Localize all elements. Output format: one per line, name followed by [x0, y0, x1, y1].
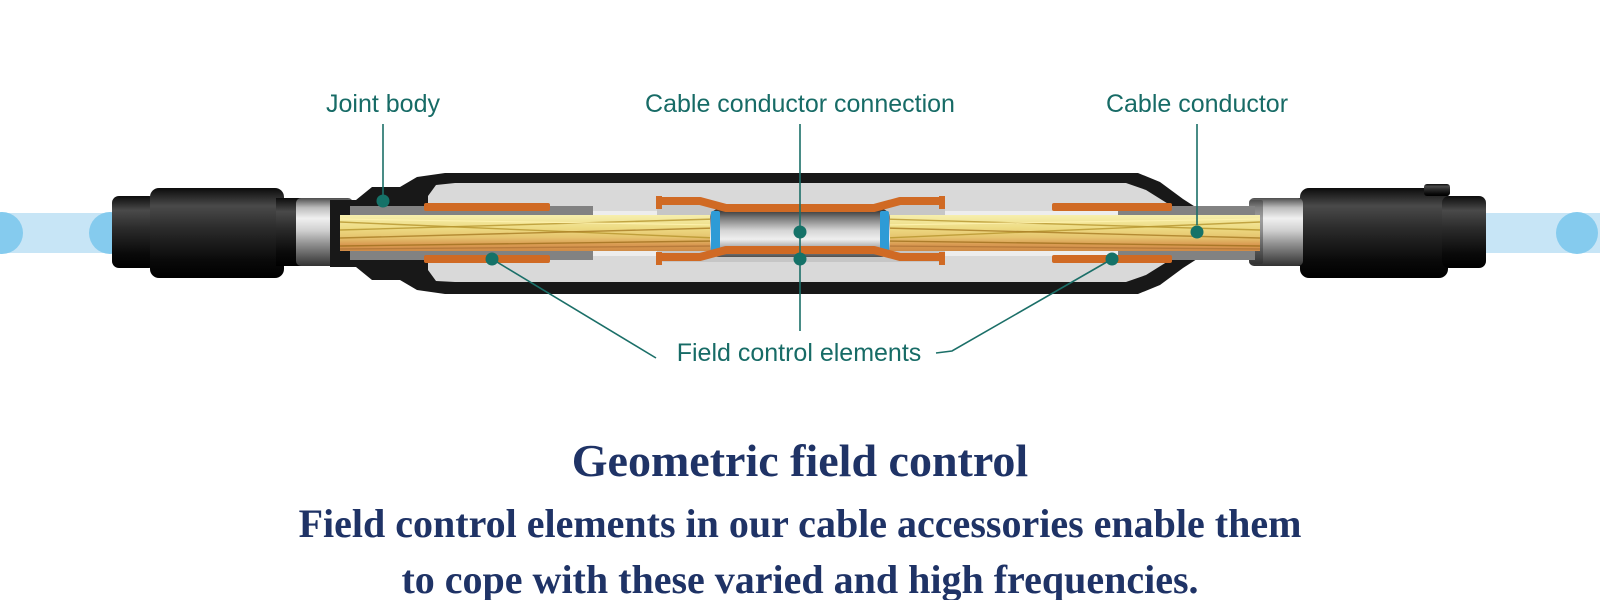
caption-block: Geometric field control Field control el…	[0, 434, 1600, 600]
marker-dot-field-control-left	[485, 252, 499, 266]
marker-dot-cable-conductor	[1190, 225, 1204, 239]
connector-blue-band	[880, 211, 889, 255]
label-joint-body: Joint body	[326, 90, 440, 118]
caption-body-line-1: Field control elements in our cable acce…	[298, 501, 1302, 546]
right-cable	[1292, 184, 1486, 278]
label-field-control: Field control elements	[677, 339, 922, 367]
connector-blue-band	[711, 211, 720, 255]
caption-title: Geometric field control	[571, 435, 1029, 486]
left-cable	[112, 188, 310, 278]
label-conductor-connection: Cable conductor connection	[645, 90, 955, 118]
label-cable-conductor: Cable conductor	[1106, 90, 1288, 118]
cable-line-node	[1556, 212, 1598, 254]
cable-line-node	[0, 212, 23, 254]
caption-body-line-2: to cope with these varied and high frequ…	[401, 557, 1199, 600]
right-conductor-strands	[883, 215, 1261, 251]
marker-dot-conductor-connection	[793, 225, 807, 239]
cable-joint-diagram: Joint body Cable conductor connection Ca…	[0, 90, 1600, 367]
left-conductor-strands	[339, 215, 717, 251]
marker-dot-joint-body	[376, 194, 390, 208]
marker-dot-field-control-right	[1105, 252, 1119, 266]
marker-dot-field-control-center	[793, 252, 807, 266]
marker-dots	[376, 194, 1204, 266]
